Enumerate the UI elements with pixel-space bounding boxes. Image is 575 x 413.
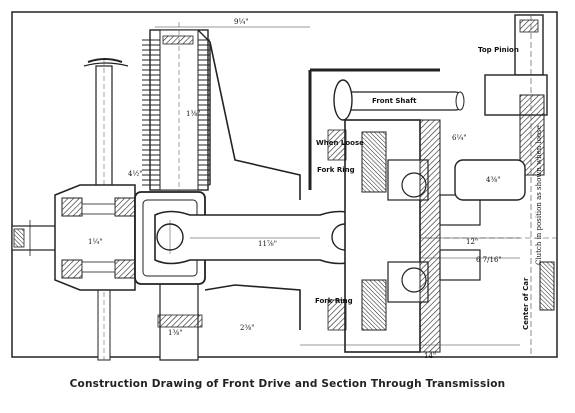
dim-top: 9¼" (234, 18, 248, 26)
dim-1-3-upper: 1⅜" (186, 110, 200, 118)
transmission-gears (327, 119, 481, 353)
finned-cylinder (142, 22, 211, 195)
dim-1-left: 1¼" (88, 238, 102, 246)
dim-arm: 11⅞" (258, 240, 277, 248)
front-shaft (308, 68, 465, 190)
dim-6b: 6¼" (452, 134, 466, 142)
drawing-frame (11, 11, 558, 358)
knuckle-pin (83, 58, 129, 361)
dim-4-left: 4½" (128, 170, 142, 178)
lower-cylinder (157, 279, 203, 361)
label-center-of-car: Center of Car (522, 277, 530, 330)
dim-6: 6 7/16" (476, 256, 502, 264)
connecting-arm (154, 210, 361, 265)
dim-4: 4⅜" (486, 176, 500, 184)
label-fork-ring-lower: Fork Ring (315, 297, 353, 305)
top-pinion (454, 14, 548, 201)
label-fork-ring-upper: Fork Ring (317, 166, 355, 174)
dimension-lines (155, 26, 520, 346)
dim-12: 12" (466, 238, 478, 246)
wheel-hub (54, 184, 136, 291)
axle-shaft (11, 220, 63, 256)
label-clutch-note: Clutch in position as shown when loose (535, 125, 543, 265)
figure-caption: Construction Drawing of Front Drive and … (69, 378, 506, 390)
label-front-shaft: Front Shaft (372, 97, 417, 105)
dim-1-3-lower: 1⅜" (168, 329, 182, 337)
dim-2: 2⅜" (240, 324, 254, 332)
label-when-loose: When Loose (316, 139, 364, 147)
label-top-pinion: Top Pinion (478, 46, 519, 54)
dim-14: 14" (424, 352, 436, 360)
ring-gear-teeth (539, 261, 555, 311)
